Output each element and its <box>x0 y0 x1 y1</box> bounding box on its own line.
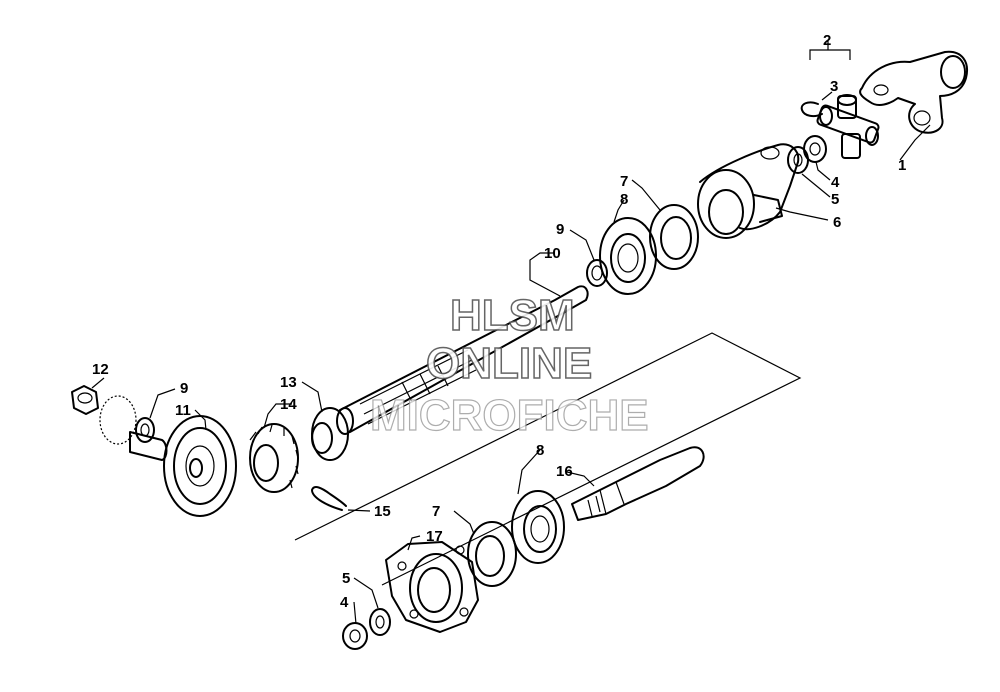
part-washer-5-lower-inner <box>375 615 385 629</box>
callout-1: 1 <box>898 157 906 174</box>
part-circlip-lower <box>311 486 347 511</box>
callout-4-bottom: 4 <box>340 594 349 611</box>
part-bearing-lower <box>467 490 565 587</box>
callout-4-top: 4 <box>831 174 840 191</box>
part-bearing-upper <box>599 204 699 295</box>
callout-5-top: 5 <box>831 191 839 208</box>
callout-16: 16 <box>556 463 573 480</box>
callout-13: 13 <box>280 374 297 391</box>
part-nut-4-top-inner <box>809 142 821 156</box>
callout-2: 2 <box>823 32 831 49</box>
inset-outline <box>294 332 802 586</box>
part-long-shaft <box>336 285 589 435</box>
part-housing-flange <box>385 541 479 633</box>
leader-lines <box>91 40 931 625</box>
part-nut-4-top <box>803 135 827 163</box>
callout-5-bottom: 5 <box>342 570 350 587</box>
part-bevel-gear <box>249 423 299 493</box>
callout-6: 6 <box>833 214 841 231</box>
part-spur-gear <box>129 415 237 517</box>
callout-9-bottom: 9 <box>180 380 188 397</box>
watermark-line-2: ONLINE <box>426 339 592 388</box>
part-washer-upper-inner <box>591 265 603 281</box>
part-spider <box>816 94 880 159</box>
callout-12: 12 <box>92 361 109 378</box>
callout-11: 11 <box>175 402 191 419</box>
part-washer-lower-inner <box>140 423 150 437</box>
part-output-shaft <box>571 446 705 521</box>
callout-8-top: 8 <box>620 191 628 208</box>
callout-10: 10 <box>544 245 561 262</box>
callout-8-bottom: 8 <box>536 442 544 459</box>
part-ghost-gear <box>99 395 137 445</box>
watermark: HLSM ONLINE MICROFICHE <box>369 290 649 440</box>
watermark-line-1: HLSM <box>450 291 575 340</box>
part-flange-yoke <box>697 143 800 239</box>
part-nut-4-lower <box>342 622 368 650</box>
callout-14: 14 <box>280 396 297 413</box>
part-washer-lower <box>135 417 155 443</box>
callouts: 1 2 3 4 5 6 7 8 9 10 12 9 11 13 14 15 8 … <box>92 32 906 611</box>
part-washer-upper <box>586 259 608 287</box>
part-washer-5-lower <box>369 608 391 636</box>
part-nut-4-lower-inner <box>349 629 361 643</box>
callout-3: 3 <box>830 78 838 95</box>
callout-7-top: 7 <box>620 173 628 190</box>
callout-17: 17 <box>426 528 443 545</box>
part-yoke <box>859 50 968 134</box>
callout-7-bottom: 7 <box>432 503 440 520</box>
part-needle-bearing <box>311 407 349 461</box>
callout-15: 15 <box>374 503 391 520</box>
part-circlip-top <box>800 101 823 118</box>
part-nut-12 <box>71 385 99 415</box>
watermark-line-3: MICROFICHE <box>370 391 649 440</box>
callout-9-top: 9 <box>556 221 564 238</box>
